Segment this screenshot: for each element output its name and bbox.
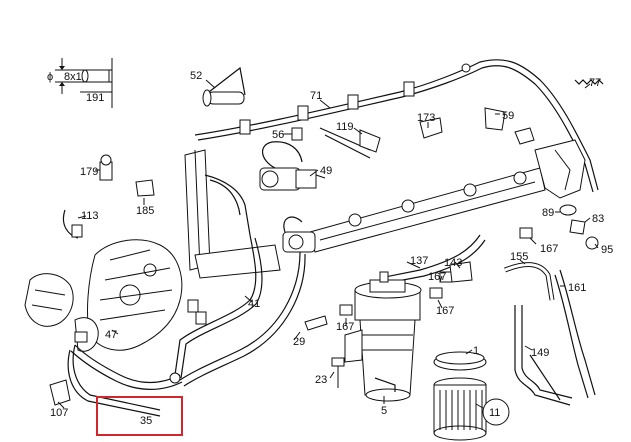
label-155: 155	[510, 251, 528, 263]
label-47: 47	[105, 329, 117, 341]
highlight-box-35	[96, 396, 183, 436]
dimension-legend: ϕ 8x1 191	[47, 58, 113, 108]
filter-element	[433, 353, 487, 441]
label-161: 161	[568, 282, 586, 294]
label-77: 77	[589, 77, 601, 89]
label-83: 83	[592, 213, 604, 225]
label-167-d: 167	[336, 321, 354, 333]
fuel-filter-housing	[344, 271, 422, 402]
part-labels: 52 71 77 56 119 173 59 49 179 185 113 89…	[50, 70, 613, 427]
label-143: 143	[444, 257, 462, 269]
label-1: 1	[473, 345, 479, 357]
label-89: 89	[542, 207, 554, 219]
label-5: 5	[381, 405, 387, 417]
label-167-b: 167	[428, 271, 446, 283]
label-56: 56	[272, 129, 284, 141]
right-hoses	[504, 262, 596, 406]
label-35: 35	[140, 415, 152, 427]
label-71: 71	[310, 90, 322, 102]
label-41: 41	[248, 298, 260, 310]
label-11: 11	[489, 407, 500, 419]
label-29: 29	[293, 336, 305, 348]
label-23: 23	[315, 374, 327, 386]
label-95: 95	[601, 244, 613, 256]
label-137: 137	[410, 255, 428, 267]
label-167-a: 167	[540, 243, 558, 255]
label-107: 107	[50, 407, 68, 419]
label-185: 185	[136, 205, 154, 217]
engine-block	[24, 239, 183, 352]
small-parts	[49, 66, 604, 426]
label-59: 59	[502, 110, 514, 122]
label-167-c: 167	[436, 305, 454, 317]
label-49: 49	[320, 165, 332, 177]
label-149: 149	[531, 347, 549, 359]
leak-off-line-71	[194, 59, 599, 193]
label-173: 173	[417, 112, 435, 124]
regulator-lower	[282, 216, 316, 253]
label-179: 179	[80, 166, 98, 178]
label-119: 119	[336, 121, 354, 133]
label-52: 52	[190, 70, 202, 82]
label-113: 113	[81, 210, 99, 222]
label-191: 191	[86, 92, 104, 104]
fuel-rail	[309, 139, 586, 253]
leader-lines	[57, 79, 599, 409]
legend-dimension: 8x1	[64, 71, 82, 83]
pressure-valve-49	[259, 141, 326, 191]
legend-symbol: ϕ	[47, 71, 53, 83]
